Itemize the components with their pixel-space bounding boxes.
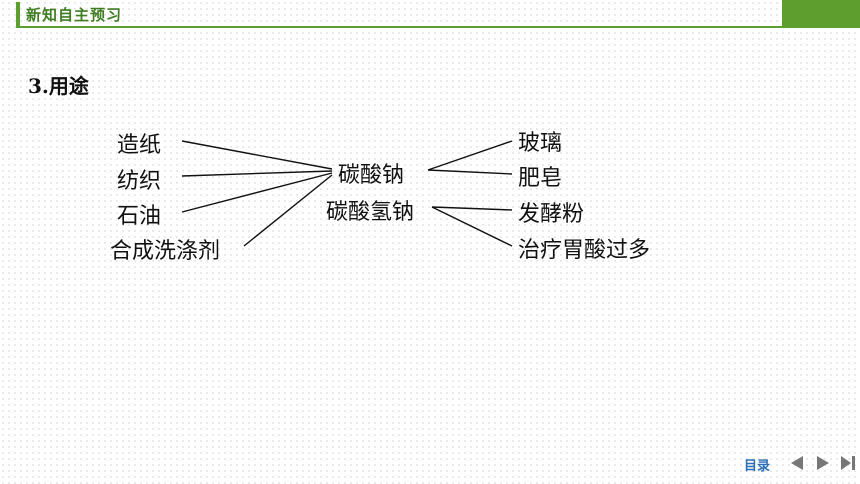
use-detergent: 合成洗涤剂 — [110, 239, 221, 264]
compound-sodium-bicarbonate: 碳酸氢钠 — [326, 200, 415, 225]
contents-link[interactable]: 目录 — [744, 459, 771, 474]
use-soap: 肥皂 — [518, 166, 563, 191]
line-textile-sodium-carbonate — [181, 170, 333, 177]
section-title: 3.用途 — [28, 74, 89, 98]
line-petroleum-sodium-carbonate — [181, 172, 333, 213]
line-bicarbonate-baking-powder — [431, 206, 513, 211]
slide-header: 新知自主预习 — [0, 0, 860, 28]
use-baking-powder: 发酵粉 — [518, 202, 585, 227]
next-slide-icon[interactable] — [815, 455, 831, 471]
line-sodium-carbonate-glass — [427, 140, 513, 171]
use-textile: 纺织 — [117, 169, 162, 194]
use-glass: 玻璃 — [518, 131, 563, 156]
use-paper: 造纸 — [117, 133, 162, 158]
line-bicarbonate-antacid — [431, 206, 513, 247]
header-corner-block — [782, 0, 860, 28]
use-antacid: 治疗胃酸过多 — [518, 238, 651, 263]
compound-sodium-carbonate: 碳酸钠 — [338, 163, 405, 188]
line-paper-sodium-carbonate — [181, 140, 333, 170]
line-sodium-carbonate-soap — [427, 169, 513, 175]
header-underline — [16, 26, 782, 28]
previous-slide-icon[interactable] — [789, 455, 805, 471]
last-slide-icon[interactable] — [840, 455, 856, 471]
use-petroleum: 石油 — [117, 204, 162, 229]
line-detergent-sodium-carbonate — [243, 174, 333, 247]
header-title: 新知自主预习 — [26, 6, 123, 24]
header-accent-bar — [16, 2, 20, 26]
